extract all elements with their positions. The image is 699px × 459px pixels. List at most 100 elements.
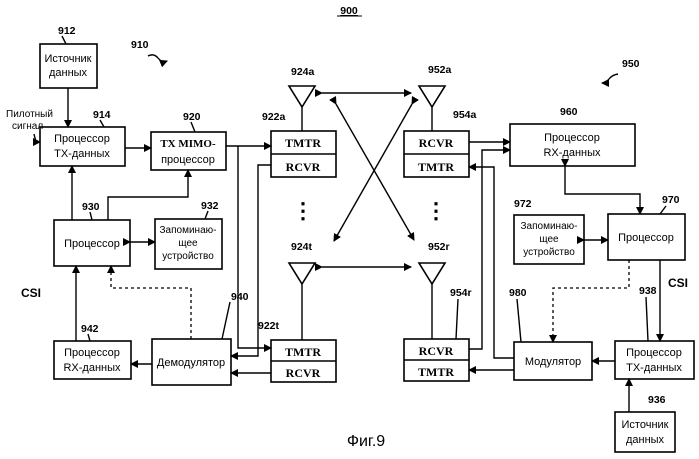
csi-label-right: CSI — [668, 276, 688, 290]
block-demodulator: Демодулятор — [152, 339, 231, 385]
ref-924a: 924a — [291, 66, 315, 78]
ellipsis-right: ⋮ — [425, 198, 447, 223]
block-modulator: Модулятор — [514, 342, 592, 380]
ref-930: 930 — [82, 201, 100, 213]
svg-text:Запоминаю-: Запоминаю- — [521, 221, 578, 232]
block-processor-left: Процессор — [54, 220, 130, 266]
ellipsis-left: ⋮ — [292, 198, 314, 223]
ref-932: 932 — [201, 200, 219, 212]
svg-text:Демодулятор: Демодулятор — [157, 357, 225, 369]
svg-text:щее: щее — [539, 234, 559, 245]
antenna-952a — [419, 86, 445, 131]
svg-text:RCVR: RCVR — [419, 136, 454, 150]
svg-text:Запоминаю-: Запоминаю- — [160, 225, 217, 236]
leader-920 — [191, 122, 195, 132]
ref-980: 980 — [509, 287, 527, 299]
ref-914: 914 — [93, 109, 111, 121]
svg-text:данных: данных — [626, 434, 665, 446]
leader-940 — [222, 302, 230, 339]
ref-942: 942 — [81, 323, 99, 335]
block-tx-proc-left: Процессор TX-данных — [40, 127, 125, 166]
group-label-right: 950 — [622, 58, 640, 70]
link-diagonal-1 — [336, 104, 414, 240]
svg-text:Процессор: Процессор — [54, 133, 110, 145]
antenna-924a — [289, 86, 315, 131]
svg-text:TMTR: TMTR — [285, 345, 321, 359]
ref-924t: 924t — [291, 241, 313, 253]
svg-text:устройство: устройство — [523, 247, 575, 258]
ref-912: 912 — [58, 25, 76, 37]
leader-954r — [456, 299, 458, 339]
pilot-label-line1: Пилотный — [6, 109, 53, 120]
ref-936: 936 — [648, 394, 666, 406]
svg-text:RCVR: RCVR — [286, 366, 321, 380]
block-source-right: Источник данных — [615, 412, 675, 452]
transceiver-922t: TMTR RCVR — [271, 340, 336, 382]
ref-960: 960 — [560, 106, 578, 118]
svg-text:TX-данных: TX-данных — [626, 362, 682, 374]
link-diagonal-2 — [334, 104, 412, 241]
block-tx-mimo: TX MIMO- процессор — [151, 132, 226, 170]
leader-912 — [62, 36, 66, 44]
svg-text:TX-данных: TX-данных — [54, 148, 110, 160]
conn-940-930-dashed — [111, 266, 191, 339]
svg-text:TMTR: TMTR — [285, 136, 321, 150]
svg-text:данных: данных — [49, 67, 88, 79]
ref-952a: 952a — [428, 64, 452, 76]
ref-920: 920 — [183, 111, 201, 123]
leader-970 — [660, 206, 666, 214]
pilot-label-line2: сигнал — [12, 121, 43, 132]
svg-text:щее: щее — [178, 238, 198, 249]
figure-caption: Фиг.9 — [347, 433, 385, 450]
svg-text:TMTR: TMTR — [418, 160, 454, 174]
ref-970: 970 — [662, 194, 680, 206]
transceiver-954r: RCVR TMTR — [404, 339, 469, 381]
figure-number: 900 — [340, 5, 358, 17]
csi-label-left: CSI — [21, 286, 41, 300]
svg-text:Процессор: Процессор — [544, 132, 600, 144]
svg-text:процессор: процессор — [161, 154, 215, 166]
svg-text:Процессор: Процессор — [64, 347, 120, 359]
conn-930-920 — [108, 170, 188, 220]
group-pointer-right — [602, 74, 618, 83]
conn-980-954a — [469, 167, 514, 358]
ref-954a: 954a — [453, 109, 477, 121]
block-rx-proc-right: Процессор RX-данных — [510, 124, 635, 166]
svg-text:RCVR: RCVR — [419, 344, 454, 358]
svg-text:Источник: Источник — [622, 419, 669, 431]
block-memory-left: Запоминаю- щее устройство — [155, 219, 222, 269]
svg-text:TX MIMO-: TX MIMO- — [160, 138, 216, 150]
group-label-left: 910 — [131, 39, 149, 51]
ref-952r: 952r — [428, 241, 450, 253]
block-tx-proc-right: Процессор TX-данных — [615, 341, 694, 379]
svg-text:RX-данных: RX-данных — [63, 362, 121, 374]
antenna-924t — [289, 263, 315, 340]
leader-938 — [646, 297, 648, 341]
svg-text:Источник: Источник — [45, 53, 92, 65]
leader-914 — [100, 120, 104, 127]
svg-text:RX-данных: RX-данных — [543, 147, 601, 159]
leader-932 — [205, 211, 208, 219]
svg-text:RCVR: RCVR — [286, 160, 321, 174]
block-source-left: Источник данных — [40, 44, 97, 88]
ref-938: 938 — [639, 285, 657, 297]
group-pointer-left — [148, 55, 167, 62]
antenna-952r — [419, 263, 445, 339]
transceiver-954a: RCVR TMTR — [404, 131, 469, 177]
pilot-arrow — [34, 134, 40, 142]
conn-954r-960 — [469, 150, 510, 349]
leader-930 — [90, 212, 92, 220]
svg-text:устройство: устройство — [162, 251, 214, 262]
svg-text:Модулятор: Модулятор — [525, 356, 581, 368]
ref-940: 940 — [231, 291, 249, 303]
ref-954r: 954r — [450, 287, 472, 299]
conn-960-970 — [565, 166, 640, 214]
svg-text:TMTR: TMTR — [418, 365, 454, 379]
ref-972: 972 — [514, 198, 532, 210]
svg-text:Процессор: Процессор — [618, 232, 674, 244]
conn-920-922t — [238, 146, 271, 348]
block-processor-right: Процессор — [608, 214, 685, 260]
leader-980 — [517, 299, 521, 342]
